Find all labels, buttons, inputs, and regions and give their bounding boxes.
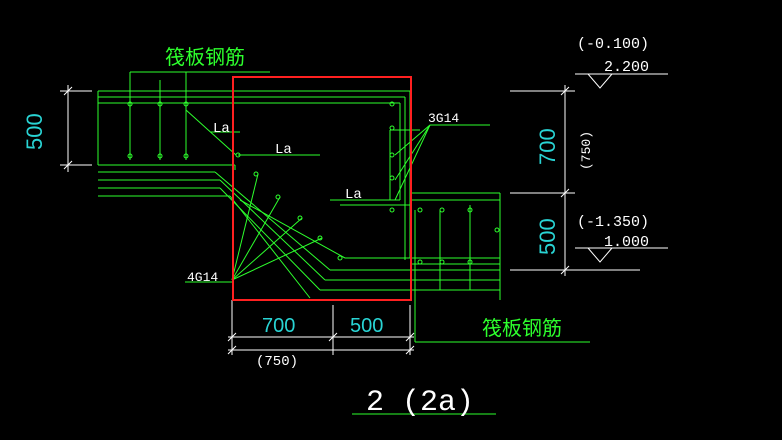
rebar-label-3g14: 3G14 (428, 111, 459, 126)
dim-500-left: 500 (22, 113, 47, 150)
elevation-lower-absolute: 1.000 (604, 234, 649, 251)
rebar-label-4g14: 4G14 (187, 270, 218, 285)
dim-750-bottom: (750) (256, 354, 298, 370)
la-label-2: La (275, 142, 292, 158)
leader-lines (185, 124, 490, 283)
la-label-3: La (345, 187, 362, 203)
section-title: 2 (2a) (366, 386, 474, 420)
elevation-upper-absolute: 2.200 (604, 59, 649, 76)
dim-500-right: 500 (535, 218, 560, 255)
dim-750-right: (750) (579, 131, 594, 170)
la-label-1: La (213, 121, 230, 137)
dim-700-right: 700 (535, 128, 560, 165)
dim-700-bottom: 700 (262, 315, 295, 337)
upper-slab-dots (127, 101, 189, 159)
dimension-lines (60, 73, 668, 355)
lower-slab-dots (417, 207, 500, 265)
highlight-box (232, 76, 412, 301)
elevation-upper-relative: (-0.100) (577, 36, 649, 53)
upper-slab-lines (97, 71, 410, 197)
column-dots (235, 101, 395, 261)
elevation-lower-relative: (-1.350) (577, 214, 649, 231)
dim-500-bottom: 500 (350, 315, 383, 337)
raft-rebar-label-bottom: 筏板钢筋 (482, 316, 562, 340)
lower-slab-lines (410, 192, 590, 343)
raft-rebar-label-top: 筏板钢筋 (165, 45, 245, 69)
elevation-triangles (587, 73, 613, 263)
